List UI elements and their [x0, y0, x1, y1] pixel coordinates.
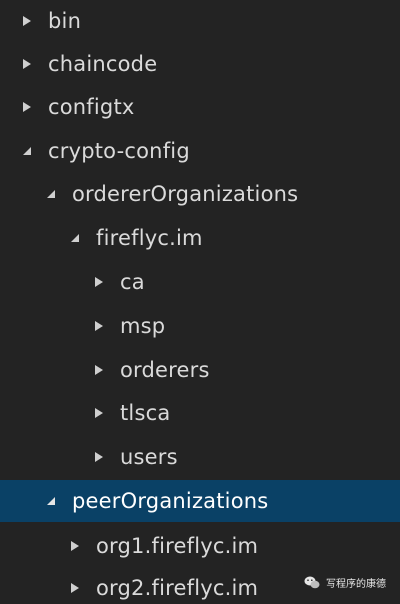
collapsed-chevron-icon[interactable]: [20, 57, 34, 71]
tree-item-label: orderers: [120, 358, 210, 382]
tree-item-chaincode[interactable]: chaincode: [0, 43, 400, 85]
collapsed-chevron-icon[interactable]: [92, 406, 106, 420]
tree-item-tlsca[interactable]: tlsca: [0, 392, 400, 434]
tree-item-users[interactable]: users: [0, 436, 400, 478]
expanded-chevron-icon[interactable]: [44, 494, 58, 508]
tree-item-crypto-config[interactable]: crypto-config: [0, 130, 400, 172]
tree-item-label: msp: [120, 314, 166, 338]
tree-item-label: ordererOrganizations: [72, 182, 299, 206]
tree-item-label: peerOrganizations: [72, 489, 269, 513]
tree-item-org2-fireflyc-im[interactable]: org2.fireflyc.im: [0, 567, 400, 604]
tree-item-bin[interactable]: bin: [0, 0, 400, 42]
tree-item-configtx[interactable]: configtx: [0, 86, 400, 128]
tree-item-label: chaincode: [48, 52, 158, 76]
tree-item-peerorganizations[interactable]: peerOrganizations: [0, 480, 400, 522]
tree-item-ordererorganizations[interactable]: ordererOrganizations: [0, 173, 400, 215]
tree-item-fireflyc-im[interactable]: fireflyc.im: [0, 217, 400, 259]
tree-item-label: ca: [120, 270, 145, 294]
watermark-text: 写程序的康德: [326, 579, 386, 590]
watermark: 写程序的康德: [304, 575, 386, 590]
expanded-chevron-icon[interactable]: [20, 144, 34, 158]
expanded-chevron-icon[interactable]: [44, 187, 58, 201]
collapsed-chevron-icon[interactable]: [68, 539, 82, 553]
tree-item-label: crypto-config: [48, 139, 190, 163]
tree-item-ca[interactable]: ca: [0, 261, 400, 303]
collapsed-chevron-icon[interactable]: [20, 100, 34, 114]
wechat-icon: [304, 576, 320, 589]
collapsed-chevron-icon[interactable]: [92, 275, 106, 289]
collapsed-chevron-icon[interactable]: [92, 363, 106, 377]
tree-item-label: configtx: [48, 95, 135, 119]
expanded-chevron-icon[interactable]: [68, 231, 82, 245]
collapsed-chevron-icon[interactable]: [68, 581, 82, 595]
tree-item-label: fireflyc.im: [96, 226, 203, 250]
collapsed-chevron-icon[interactable]: [92, 450, 106, 464]
collapsed-chevron-icon[interactable]: [92, 319, 106, 333]
collapsed-chevron-icon[interactable]: [20, 14, 34, 28]
tree-item-label: users: [120, 445, 178, 469]
tree-item-label: tlsca: [120, 401, 171, 425]
tree-item-label: bin: [48, 9, 82, 33]
tree-item-msp[interactable]: msp: [0, 305, 400, 347]
tree-item-label: org1.fireflyc.im: [96, 534, 259, 558]
tree-item-orderers[interactable]: orderers: [0, 349, 400, 391]
tree-item-label: org2.fireflyc.im: [96, 576, 259, 600]
tree-item-org1-fireflyc-im[interactable]: org1.fireflyc.im: [0, 525, 400, 567]
